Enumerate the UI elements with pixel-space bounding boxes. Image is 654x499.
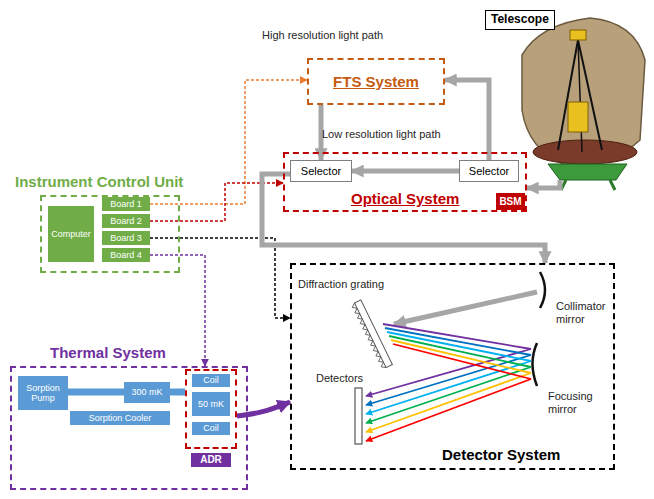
connector [527,180,560,188]
cooler-box: 300 mK [124,382,170,403]
group-heading: Telescope [485,10,555,30]
box-label: BSM [499,196,521,208]
box-label: Coil [203,375,219,385]
adr-group: ADRCoil50 mKCoil [185,369,237,449]
box-label: 300 mK [131,387,162,397]
part-label: Focusing mirror [548,390,608,415]
spectrometer-optics [351,272,545,444]
selector-box: Selector [290,160,352,182]
grating-teeth [351,303,386,369]
group-heading: Thermal System [50,344,166,361]
group-heading: ADR [191,453,231,467]
spectral-ray [393,344,531,379]
collimator-mirror [540,272,545,308]
box-label: 50 mK [198,399,224,409]
detector-system-group: Detector System [290,263,615,470]
detector-array [355,388,362,444]
thermal-system-group: Thermal SystemSorption Pump300 mKSorptio… [10,366,248,490]
board-box: Board 1 [102,197,150,211]
box-label: Board 2 [110,216,142,226]
connector [237,402,290,416]
grating-body [355,300,393,368]
group-heading: Optical System [351,190,459,207]
connector [150,238,290,318]
box-label: Sorption Cooler [89,413,152,423]
group-heading: Detector System [442,446,560,463]
bsm-box: BSM [496,193,525,210]
telescope-base [548,164,627,180]
instrument-cylinder [568,102,588,132]
box-label: Coil [203,423,219,433]
secondary-mirror [570,30,586,40]
part-label: Collimator mirror [556,300,614,325]
fts-box: FTS System [307,58,445,105]
box-label: Sorption Pump [18,383,68,404]
light-beam [394,292,537,324]
box-label: FTS System [333,73,419,90]
cooler-box: 50 mK [192,392,230,416]
part-label: High resolution light path [262,29,432,42]
cooler-box: Coil [192,374,230,387]
focusing-mirror [533,343,538,386]
board-box: Board 2 [102,214,150,228]
telescope-node: Telescope [485,8,648,180]
telescope-figure [522,18,645,190]
part-label: Detectors [316,372,376,385]
board-box: Computer [48,206,94,262]
tripod-leg [558,40,578,150]
connector [262,174,545,263]
spectral-ray [391,340,531,373]
connector [170,389,185,396]
primary-mirror [533,140,637,164]
spectral-rays [366,324,531,441]
connector [68,389,124,396]
cooler-box: Sorption Pump [18,376,68,410]
box-label: Board 3 [110,233,142,243]
optical-system-group: Optical System Selector SelectorBSM [283,152,527,212]
box-label: Board 1 [110,199,142,209]
box-label: Board 4 [110,250,142,260]
selector-box: Selector [459,160,519,182]
board-box: Board 3 [102,231,150,245]
control-unit-group: Instrument Control UnitComputerBoard 1Bo… [40,195,180,273]
box-label: Selector [469,165,509,178]
spectral-ray [389,336,531,367]
box-label: Computer [51,229,91,239]
base-leg [610,180,615,190]
telescope-baffle [522,18,645,165]
tripod-leg [578,40,582,152]
cooler-box: Coil [192,422,230,435]
box-label: Selector [301,165,341,178]
group-heading: Instrument Control Unit [15,173,183,190]
part-label: Low resolution light path [322,128,472,141]
connector [352,169,459,174]
cooler-box: Sorption Cooler [70,411,170,425]
connector [445,80,489,160]
spectral-ray [366,373,531,432]
diffraction-grating [351,300,392,370]
spectral-ray [366,379,531,441]
part-label: Diffraction grating [298,278,408,291]
spectral-ray [366,367,531,423]
board-box: Board 4 [102,248,150,262]
